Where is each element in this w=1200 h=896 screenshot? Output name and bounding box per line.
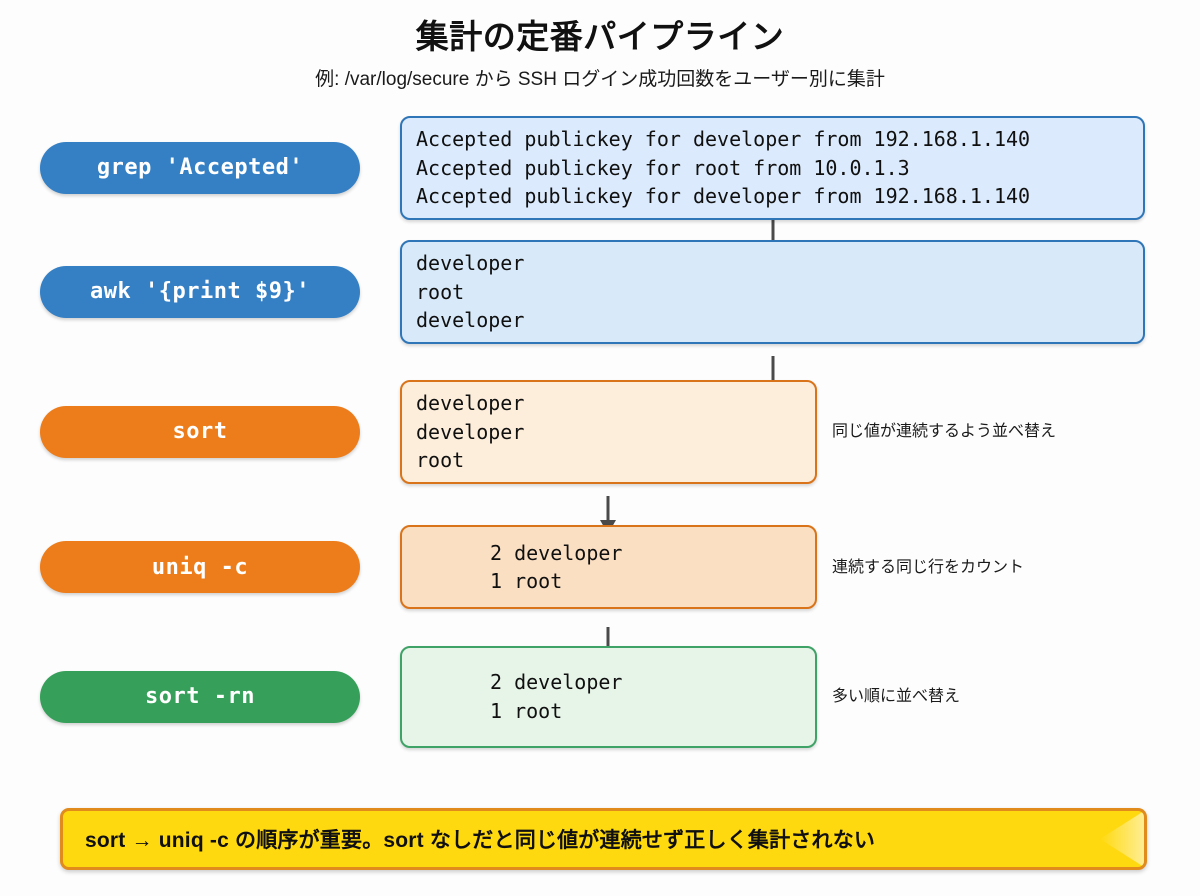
key-point-banner: sort → uniq -c の順序が重要。sort なしだと同じ値が連続せず正… [60,808,1147,870]
output-box-grep: Accepted publickey for developer from 19… [400,115,1145,220]
stage-note-uniq: 連続する同じ行をカウント [832,558,1025,576]
command-cell-sortrn: sort -rn [0,670,400,723]
page-subtitle: 例: /var/log/secure から SSH ログイン成功回数をユーザー別… [315,68,885,90]
pipeline-stage-grep: grep 'Accepted' Accepted publickey for d… [0,114,1200,222]
output-box-sort: developer developer root [400,379,817,484]
output-box-sortrn: 2 developer 1 root [400,645,817,748]
command-cell-awk: awk '{print $9}' [0,265,400,318]
command-pill-uniq[interactable]: uniq -c [40,541,360,594]
command-cell-sort: sort [0,405,400,458]
stage-note-sort: 同じ値が連続するよう並べ替え [832,423,1057,441]
pipeline-diagram: grep 'Accepted' Accepted publickey for d… [0,114,1200,761]
command-pill-sortrn[interactable]: sort -rn [40,670,360,723]
page-header: 集計の定番パイプライン 例: /var/log/secure から SSH ログ… [0,0,1200,92]
command-cell-uniq: uniq -c [0,541,400,594]
command-pill-sort[interactable]: sort [40,405,360,458]
command-cell-grep: grep 'Accepted' [0,141,400,194]
stage-note-sortrn: 多い順に並べ替え [832,688,961,706]
pipeline-stage-sort: sort developer developer root 同じ値が連続するよう… [0,362,1200,502]
pipeline-stage-uniq: uniq -c 2 developer 1 root 連続する同じ行をカウント [0,502,1200,633]
banner-notch-decoration [1100,811,1144,867]
banner-text: sort → uniq -c の順序が重要。sort なしだと同じ値が連続せず正… [85,829,876,852]
command-pill-grep[interactable]: grep 'Accepted' [40,141,360,194]
pipeline-stage-sortrn: sort -rn 2 developer 1 root 多い順に並べ替え [0,633,1200,761]
output-box-uniq: 2 developer 1 root [400,525,817,610]
command-pill-awk[interactable]: awk '{print $9}' [40,265,360,318]
page-title: 集計の定番パイプライン [415,18,785,55]
pipeline-stage-awk: awk '{print $9}' developer root develope… [0,222,1200,362]
output-box-awk: developer root developer [400,239,1145,344]
